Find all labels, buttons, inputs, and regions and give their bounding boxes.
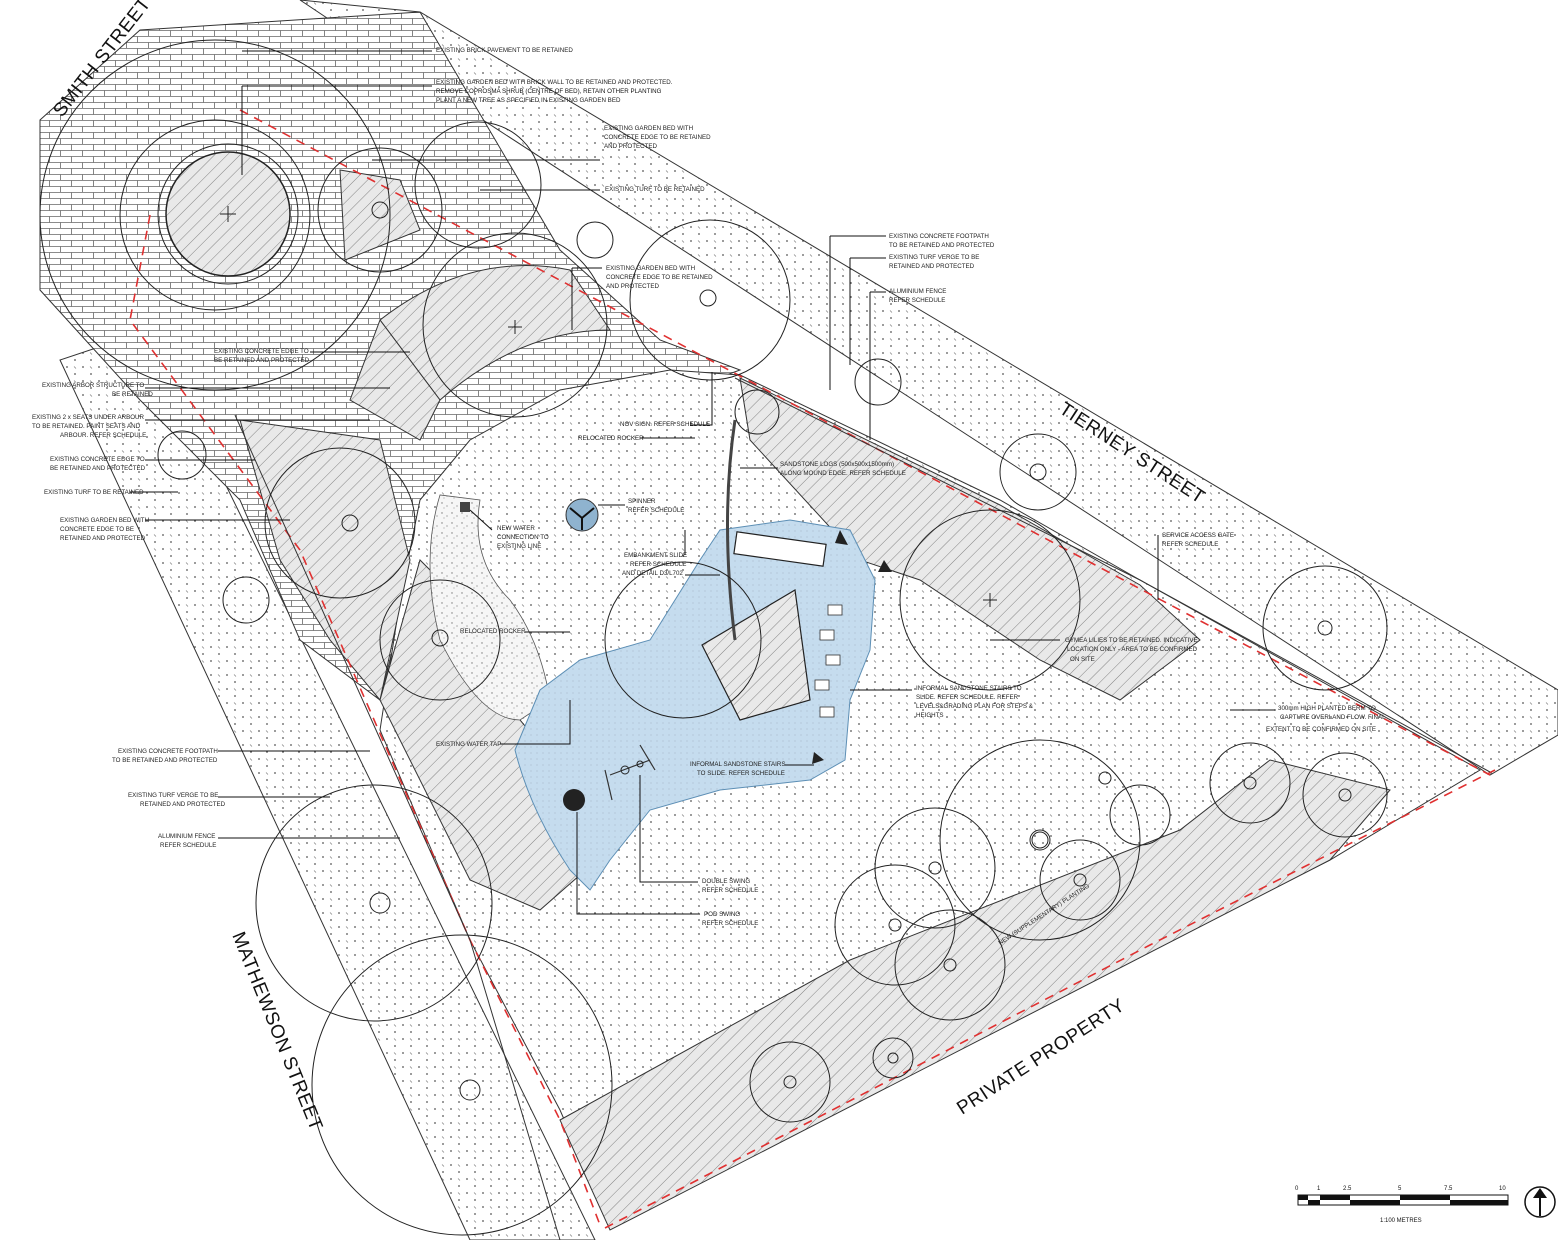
note-fence-top-1: ALUMINIUM FENCE: [889, 288, 946, 295]
note-reloc-rocker-mid: RELOCATED ROCKER: [460, 628, 526, 635]
note-garden-bed-brick-3: PLANT A NEW TREE AS SPECIFIED IN EXISTIN…: [436, 97, 621, 104]
note-lilies-3: ON SITE: [1070, 656, 1095, 663]
note-service-gate-1: SERVICE ACCESS GATE: [1162, 532, 1234, 539]
scale-tick-5: 10: [1499, 1186, 1506, 1192]
note-lilies-1: GYMEA LILIES TO BE RETAINED. INDICATIVE: [1065, 637, 1198, 644]
note-garden-bed-conc-a-3: AND PROTECTED: [604, 143, 657, 150]
note-service-gate-2: REFER SCHEDULE: [1162, 541, 1218, 548]
spinner-icon: [565, 498, 599, 532]
note-footpath-left-2: TO BE RETAINED AND PROTECTED: [112, 757, 218, 764]
note-berm-3: EXTENT TO BE CONFIRMED ON SITE: [1266, 726, 1376, 733]
note-turf-top: EXISTING TURF TO BE RETAINED: [605, 186, 705, 193]
note-garden-bed-conc-a-1: EXISTING GARDEN BED WITH: [604, 125, 693, 132]
note-sand-log-1: SANDSTONE LOGS (500x500x1500mm): [780, 461, 894, 468]
note-water-3: EXISTING LINE: [497, 543, 541, 550]
note-conc-edge-left-2: BE RETAINED AND PROTECTED: [50, 465, 146, 472]
note-garden-bed-left-2: CONCRETE EDGE TO BE: [60, 526, 134, 533]
note-brick-pavement: EXISTING BRICK PAVEMENT TO BE RETAINED: [436, 47, 573, 54]
mound-structure: [604, 419, 827, 721]
note-conc-edge-left-1: EXISTING CONCRETE EDGE TO: [50, 456, 145, 463]
note-verge-left-1: EXISTING TURF VERGE TO BE: [128, 792, 218, 799]
street-label-mathewson: MATHEWSON STREET: [227, 929, 326, 1134]
note-double-swing-2: REFER SCHEDULE: [702, 887, 758, 894]
note-garden-bed-conc-b-2: CONCRETE EDGE TO BE RETAINED: [606, 274, 713, 281]
note-conc-edge-top-2: BE RETAINED AND PROTECTED: [214, 357, 310, 364]
note-garden-bed-brick-1: EXISTING GARDEN BED WITH BRICK WALL TO B…: [436, 79, 673, 86]
note-slide-3: AND DETAIL D3/L702: [622, 570, 683, 577]
note-garden-bed-left-3: RETAINED AND PROTECTED: [60, 535, 146, 542]
note-arbor-1: EXISTING ARBOR STRUCTURE TO: [42, 382, 144, 389]
pod-swing-icon: [563, 789, 585, 811]
play-equipment: [460, 498, 892, 811]
note-pod-swing-2: REFER SCHEDULE: [702, 920, 758, 927]
note-garden-bed-brick-2: REMOVE COPROSMA SHRUB (CENTRE OF BED), R…: [436, 88, 662, 95]
note-pod-swing-1: POD SWING: [704, 911, 740, 918]
note-seats-3: ARBOUR. REFER SCHEDULE: [60, 432, 146, 439]
note-berm-1: 300mm HIGH PLANTED BERM TO: [1278, 705, 1376, 712]
note-berm-2: CAPTURE OVERLAND FLOW. FINAL: [1280, 714, 1386, 721]
note-turf-left: EXISTING TURF TO BE RETAINED: [44, 489, 144, 496]
scale-tick-4: 7.5: [1444, 1186, 1453, 1192]
note-garden-bed-conc-b-3: AND PROTECTED: [606, 283, 659, 290]
note-stairs-a-3: LEVELS&GRADING PLAN FOR STEPS &: [916, 703, 1034, 710]
note-arbor-2: BE RETAINED: [112, 391, 153, 398]
note-garden-bed-left-1: EXISTING GARDEN BED WITH: [60, 517, 149, 524]
scale-tick-1: 1: [1317, 1186, 1321, 1192]
note-fence-left-1: ALUMINIUM FENCE: [158, 833, 215, 840]
note-sand-log-2: ALONG MOUND EDGE. REFER SCHEDULE: [780, 470, 906, 477]
trees: [39, 39, 1388, 1236]
park-turf: [379, 369, 1481, 1226]
scale-tick-3: 5: [1398, 1186, 1402, 1192]
note-double-swing-1: DOUBLE SWING: [702, 878, 750, 885]
note-seats-1: EXISTING 2 x SEATS UNDER ARBOUR: [32, 414, 145, 421]
note-slide-1: EMBANKMENT SLIDE: [624, 552, 687, 559]
note-spinner-1: SPINNER: [628, 498, 656, 505]
note-footpath-left-1: EXISTING CONCRETE FOOTPATH: [118, 748, 218, 755]
note-spinner-2: REFER SCHEDULE: [628, 507, 684, 514]
note-footpath-top-1: EXISTING CONCRETE FOOTPATH: [889, 233, 989, 240]
note-stairs-b-2: TO SLIDE. REFER SCHEDULE: [697, 770, 785, 777]
scale-tick-2: 2.5: [1343, 1186, 1352, 1192]
note-lilies-2: LOCATION ONLY - AREA TO BE CONFIRMED: [1067, 646, 1198, 653]
note-fence-top-2: REFER SCHEDULE: [889, 297, 945, 304]
note-verge-left-2: RETAINED AND PROTECTED: [140, 801, 226, 808]
annotations: EXISTING BRICK PAVEMENT TO BE RETAINED E…: [32, 47, 1386, 947]
note-garden-bed-conc-b-1: EXISTING GARDEN BED WITH: [606, 265, 695, 272]
note-seats-2: TO BE RETAINED. PAINT SEATS AND: [32, 423, 141, 430]
note-stairs-a-4: HEIGHTS: [916, 712, 944, 719]
note-conc-edge-top-1: EXISTING CONCRETE EDGE TO: [214, 348, 309, 355]
scale-bar-icon: 0 1 2.5 5 7.5 10 1:100 METRES: [1295, 1186, 1509, 1224]
note-verge-top-1: EXISTING TURF VERGE TO BE: [889, 254, 979, 261]
note-stairs-b-1: INFORMAL SANDSTONE STAIRS: [690, 761, 785, 768]
note-stairs-a-1: INFORMAL SANDSTONE STAIRS TO: [916, 685, 1022, 692]
scale-tick-0: 0: [1295, 1186, 1299, 1192]
note-stairs-a-2: SLIDE. REFER SCHEDULE. REFER: [916, 694, 1019, 701]
note-verge-top-2: RETAINED AND PROTECTED: [889, 263, 975, 270]
note-fence-left-2: REFER SCHEDULE: [160, 842, 216, 849]
note-footpath-top-2: TO BE RETAINED AND PROTECTED: [889, 242, 995, 249]
note-nov-sign: NOV SIGN. REFER SCHEDULE: [620, 421, 710, 428]
note-garden-bed-conc-a-2: CONCRETE EDGE TO BE RETAINED: [604, 134, 711, 141]
note-reloc-rocker-top: RELOCATED ROCKER: [578, 435, 644, 442]
note-water-tap: EXISTING WATER TAP: [436, 741, 501, 748]
note-water-2: CONNECTION TO: [497, 534, 549, 541]
note-water-1: NEW WATER: [497, 525, 535, 532]
scale-label: 1:100 METRES: [1380, 1218, 1422, 1224]
note-slide-2: REFER SCHEDULE: [630, 561, 686, 568]
north-arrow-icon: [1524, 1186, 1556, 1218]
